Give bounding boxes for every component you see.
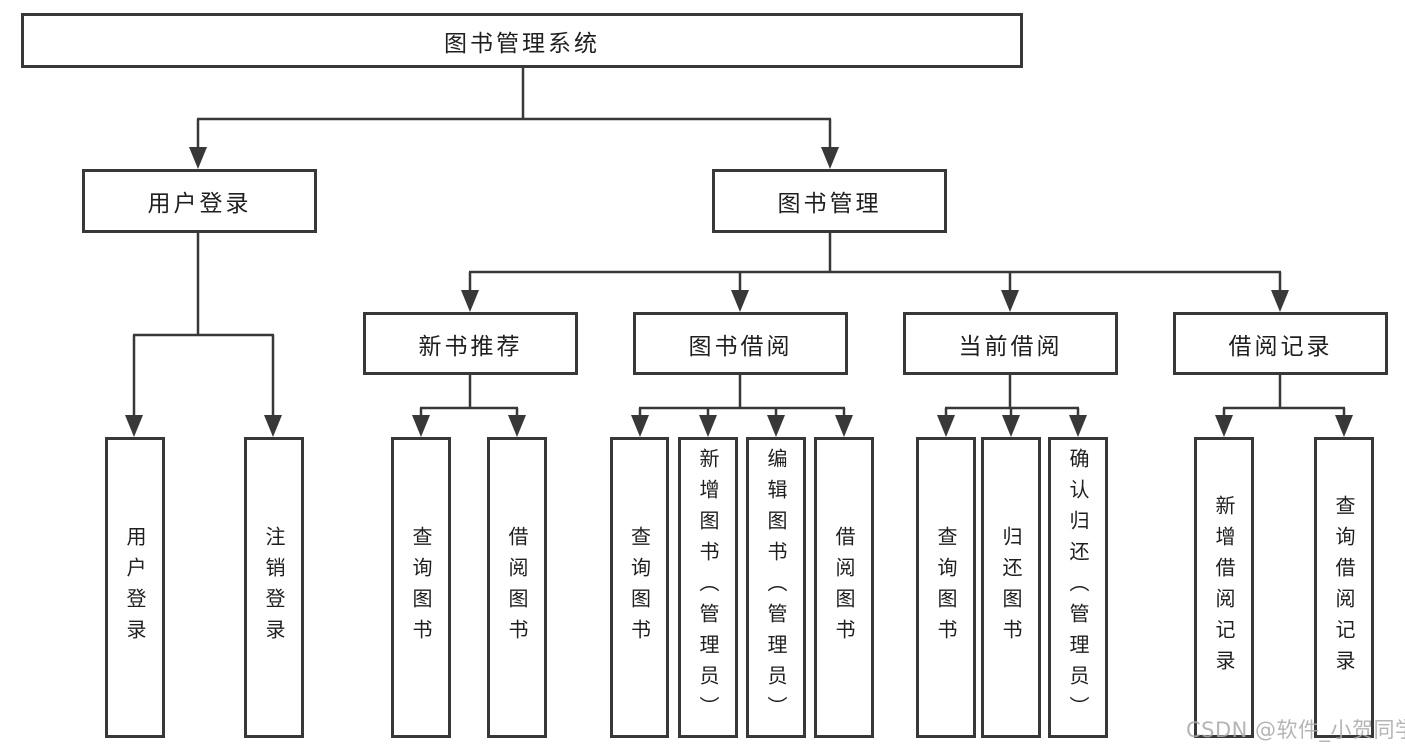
arrow-down-icon (835, 415, 853, 437)
leaf-logout: 注销登录 (244, 437, 304, 738)
leaf-records-add-record: 新增借阅记录 (1194, 437, 1254, 738)
node-book-management: 图书管理 (712, 169, 947, 233)
arrow-down-icon (937, 415, 955, 437)
leaf-newrec-query-books: 查询图书 (391, 437, 451, 738)
arrow-down-icon (1002, 415, 1020, 437)
connector-current-to-leaves (944, 375, 1080, 419)
node-label: 图书管理系统 (444, 30, 600, 57)
node-label: 借阅记录 (1228, 333, 1333, 360)
node-label: 当前借阅 (958, 333, 1063, 360)
arrow-down-icon (1069, 415, 1087, 437)
node-label: 图书管理 (777, 191, 882, 217)
arrow-down-icon (189, 147, 207, 169)
arrow-down-icon (767, 415, 785, 437)
arrow-down-icon (461, 290, 479, 312)
node-label: 注销登录 (262, 525, 286, 650)
node-label: 确认归还（管理员） (1066, 448, 1090, 727)
node-label: 归还图书 (999, 525, 1023, 650)
arrow-down-icon (264, 415, 282, 437)
arrow-down-icon (699, 415, 717, 437)
node-new-book-recommend: 新书推荐 (363, 312, 578, 375)
csdn-watermark: CSDN @软件_小贺同学 (1186, 718, 1405, 742)
leaf-current-confirm-return-admin: 确认归还（管理员） (1048, 437, 1108, 738)
leaf-user-login: 用户登录 (105, 437, 165, 738)
node-label: 借阅图书 (832, 525, 856, 650)
connector-bookmgmt-to-level3 (468, 233, 1282, 294)
arrow-down-icon (508, 415, 526, 437)
node-label: 新增借阅记录 (1212, 494, 1236, 681)
connector-newrec-to-leaves (419, 375, 519, 419)
connector-root-to-level2 (196, 68, 832, 151)
node-label: 查询借阅记录 (1332, 494, 1356, 681)
node-label: 查询图书 (409, 525, 433, 650)
leaf-borrow-edit-books-admin: 编辑图书（管理员） (746, 437, 806, 738)
node-label: 用户登录 (123, 525, 147, 650)
arrow-down-icon (125, 415, 143, 437)
arrow-down-icon (631, 415, 649, 437)
connector-userlogin-to-leaves (132, 233, 275, 419)
arrow-down-icon (1215, 415, 1233, 437)
arrow-down-icon (1335, 415, 1353, 437)
arrow-down-icon (821, 147, 839, 169)
connector-borrow-to-leaves (638, 375, 846, 419)
node-label: 查询图书 (627, 525, 652, 650)
node-label: 图书借阅 (688, 333, 793, 360)
node-book-borrowing: 图书借阅 (633, 312, 848, 375)
arrowheads (125, 147, 1353, 437)
leaf-borrow-add-books-admin: 新增图书（管理员） (678, 437, 738, 738)
leaf-newrec-borrow-books: 借阅图书 (487, 437, 547, 738)
node-borrowing-records: 借阅记录 (1173, 312, 1388, 375)
connector-records-to-leaves (1222, 375, 1346, 419)
node-root-library-system: 图书管理系统 (21, 13, 1023, 68)
arrow-down-icon (1001, 290, 1019, 312)
arrow-down-icon (731, 290, 749, 312)
node-current-borrowing: 当前借阅 (903, 312, 1118, 375)
leaf-borrow-borrow-books: 借阅图书 (814, 437, 874, 738)
leaf-records-query-record: 查询借阅记录 (1314, 437, 1374, 738)
node-label: 编辑图书（管理员） (764, 448, 788, 727)
node-label: 用户登录 (147, 191, 252, 217)
leaf-borrow-query-books: 查询图书 (610, 437, 669, 738)
node-label: 借阅图书 (505, 525, 529, 650)
node-label: 新书推荐 (418, 333, 523, 360)
node-label: 查询图书 (934, 525, 958, 650)
arrow-down-icon (1271, 290, 1289, 312)
node-label: 新增图书（管理员） (696, 448, 720, 727)
node-user-login: 用户登录 (82, 169, 317, 233)
leaf-current-query-books: 查询图书 (916, 437, 976, 738)
leaf-current-return-books: 归还图书 (981, 437, 1041, 738)
arrow-down-icon (412, 415, 430, 437)
